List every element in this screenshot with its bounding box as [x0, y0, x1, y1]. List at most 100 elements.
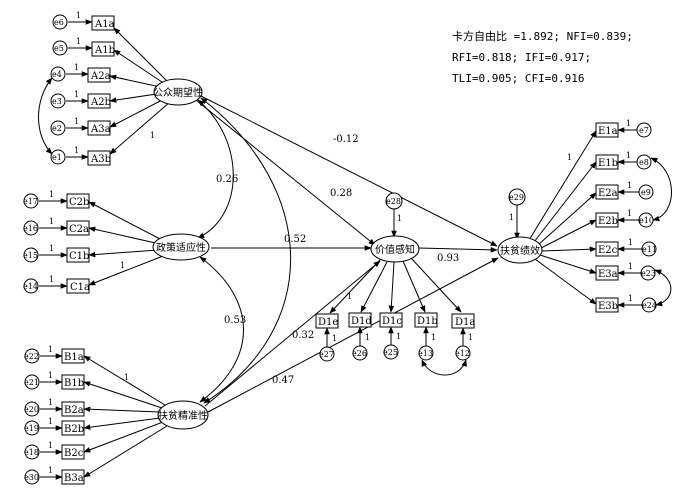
- indicator-label: C2b: [69, 197, 89, 208]
- fixed-loading: 1: [74, 146, 79, 155]
- indicator-label: A1a: [94, 19, 115, 30]
- fixed-loading: 1: [626, 151, 631, 160]
- error-term-circle: [24, 348, 40, 364]
- path-coefficient: 0.93: [437, 253, 459, 264]
- error-label: e7: [639, 126, 649, 135]
- error-term-circle: [23, 278, 39, 294]
- indicator-label: E2a: [598, 188, 618, 199]
- error-term-circle: [23, 193, 39, 209]
- fixed-loading: 1: [468, 333, 473, 342]
- covariance-coefficient: 0.53: [224, 315, 246, 326]
- indicator-label: A1b: [94, 45, 115, 56]
- fixed-loading: 1: [332, 334, 337, 343]
- error-term-circle: [52, 14, 68, 30]
- indicator-label: D1e: [318, 317, 338, 328]
- path-coefficient: 0.28: [330, 188, 352, 199]
- error-label: e4: [52, 70, 62, 79]
- indicator-label: A2a: [90, 71, 111, 82]
- fit-line-2: RFI=0.818; IFI=0.917;: [452, 51, 591, 64]
- fixed-loading: 1: [49, 190, 54, 199]
- indicator-label: B1a: [64, 352, 84, 363]
- fixed-loading: 1: [627, 181, 632, 190]
- latent-label: 价值感知: [375, 243, 415, 256]
- error-label: e17: [23, 197, 38, 206]
- indicator-label: A3a: [90, 124, 111, 135]
- fit-line-3: TLI=0.905; CFI=0.916: [452, 72, 584, 85]
- indicator-label: B2a: [64, 405, 84, 416]
- a-indicator-group: A1a A1b A2a A2b A3a A3b e6 e5 e4 e3 e2 e…: [38, 11, 171, 166]
- fixed-loading: 1: [124, 373, 129, 382]
- error-label: e29: [509, 193, 524, 202]
- fixed-loading: 1: [74, 117, 79, 126]
- error-label: e24: [642, 301, 657, 310]
- error-term-circle: [24, 444, 40, 460]
- latent-poverty-precision: [157, 400, 209, 430]
- error-term-circle: [24, 374, 40, 390]
- d-indicator-group: D1e D1d D1c D1b D1a e27 e26 e25 e13 e12 …: [315, 192, 475, 376]
- fixed-loading: 1: [626, 119, 631, 128]
- error-label: e3: [52, 97, 62, 106]
- fixed-loading: 1: [150, 131, 155, 140]
- fixed-loading: 1: [509, 213, 514, 222]
- e-indicator-group: E1a E1b E2a E2b E2c E3a E3b e7 e8 e9 e10…: [508, 119, 672, 313]
- fixed-loading: 1: [628, 294, 633, 303]
- error-label: e30: [24, 473, 39, 482]
- error-term-circle: [641, 241, 657, 257]
- indicator-label: B3a: [64, 473, 84, 484]
- fixed-loading: 1: [365, 333, 370, 342]
- fixed-loading: 1: [48, 345, 53, 354]
- error-term-circle: [383, 344, 399, 360]
- indicator-label: E2c: [598, 245, 618, 256]
- fixed-loading: 1: [628, 262, 633, 271]
- indicator-label: E2b: [598, 216, 618, 227]
- error-label: e5: [54, 44, 64, 53]
- fixed-loading: 1: [347, 292, 352, 301]
- error-term-circle: [24, 420, 40, 436]
- latent-label: 扶贫绩效: [500, 244, 540, 257]
- indicator-label: A2b: [90, 97, 111, 108]
- path-coefficient: 0.52: [284, 234, 306, 245]
- error-label: e16: [23, 224, 38, 233]
- fixed-loading: 1: [49, 217, 54, 226]
- covariance-coefficient: 0.32: [292, 330, 314, 341]
- covariance-coefficient: 0.26: [216, 174, 238, 185]
- latent-policy-adaptability: [152, 233, 210, 261]
- b-indicator-group: B1a B1b B2a B2b B2c B3a e22 e21 e20 e19 …: [24, 345, 168, 485]
- fixed-loading: 1: [76, 37, 81, 46]
- c-indicator-group: C2b C2a C1b C1a e17 e16 e15 e14 1 1 1 1 …: [23, 190, 165, 294]
- indicator-label: D1c: [382, 316, 402, 327]
- error-label: e21: [24, 378, 39, 387]
- error-label: e1: [52, 153, 62, 162]
- error-term-circle: [636, 122, 652, 138]
- error-label: e20: [24, 405, 39, 414]
- indicator-label: D1b: [417, 316, 438, 327]
- error-term-circle: [24, 401, 40, 417]
- fixed-loading: 1: [49, 275, 54, 284]
- error-label: e23: [641, 269, 656, 278]
- path-coefficient: -0.12: [333, 134, 359, 145]
- latent-label: 扶贫精准性: [158, 409, 208, 422]
- fixed-loading: 1: [48, 371, 53, 380]
- error-label: e13: [418, 349, 433, 358]
- indicator-label: E3a: [598, 269, 618, 280]
- error-label: e10: [639, 216, 654, 225]
- error-label: e12: [455, 349, 470, 358]
- fixed-loading: 1: [48, 417, 53, 426]
- path-coefficient: 0.47: [272, 375, 294, 386]
- fixed-loading: 1: [567, 153, 572, 162]
- fixed-loading: 1: [431, 333, 436, 342]
- fixed-loading: 1: [48, 441, 53, 450]
- indicator-label: E1a: [598, 126, 618, 137]
- error-term-circle: [319, 346, 335, 362]
- error-term-circle: [52, 40, 68, 56]
- fit-line-1: 卡方自由比 =1.892; NFI=0.839;: [452, 29, 633, 43]
- latent-label: 公众期望性: [153, 86, 203, 99]
- error-term-circle: [352, 345, 368, 361]
- latent-label: 政策适应性: [156, 241, 206, 254]
- indicator-label: C2a: [69, 224, 89, 235]
- error-label: e18: [24, 448, 39, 457]
- indicator-label: C1a: [70, 282, 90, 293]
- fixed-loading: 1: [48, 466, 53, 475]
- fixed-loading: 1: [48, 398, 53, 407]
- fixed-loading: 1: [627, 209, 632, 218]
